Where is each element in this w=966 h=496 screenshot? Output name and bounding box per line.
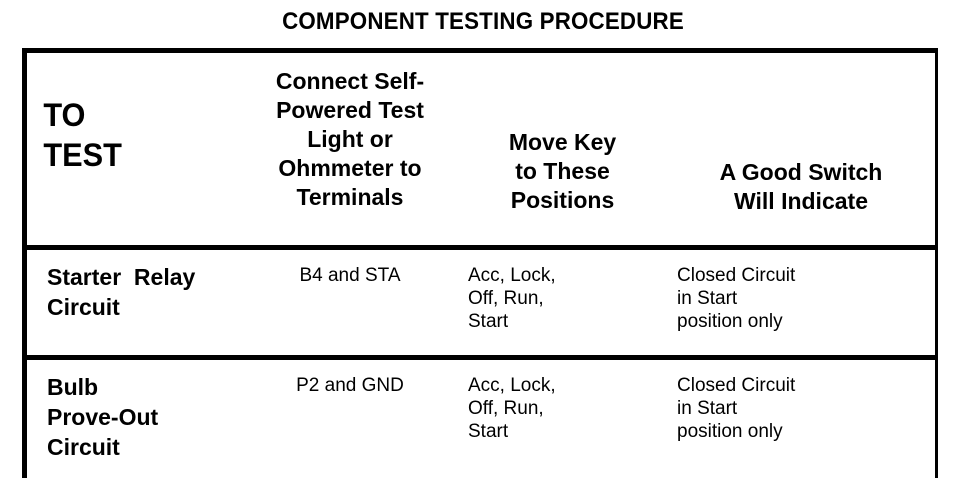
value-terminals-line-1: P2 and GND xyxy=(296,375,404,396)
header-terminals-line-2: Powered Test xyxy=(276,97,424,123)
value-indication-line-3: position only xyxy=(677,311,783,332)
header-indication-line-1: A Good Switch xyxy=(719,159,883,185)
value-to-test-line-2: Circuit xyxy=(47,294,120,320)
header-indication-line-2: Will Indicate xyxy=(734,188,868,214)
header-to-test-line-2: TEST xyxy=(43,137,122,173)
value-indication-line-2: in Start xyxy=(677,288,738,309)
table-row: Starter Relay Circuit B4 and STA Acc, Lo… xyxy=(27,247,935,360)
cell-key-position: Acc, Lock, Off, Run, Start xyxy=(458,247,667,360)
value-key-position-line-1: Acc, Lock, xyxy=(468,375,556,396)
header-indication: A Good Switch Will Indicate xyxy=(667,53,935,245)
header-terminals: Connect Self- Powered Test Light or Ohmm… xyxy=(242,53,458,245)
cell-indication: Closed Circuit in Start position only xyxy=(667,357,935,478)
value-indication: Closed Circuit in Start position only xyxy=(667,250,935,355)
header-to-test: TO TEST xyxy=(27,53,233,245)
value-indication-line-1: Closed Circuit xyxy=(677,375,796,396)
header-cell-key-position: Move Key to These Positions xyxy=(458,53,667,250)
header-to-test-line-1: TO xyxy=(43,97,86,133)
header-terminals-line-3: Light or xyxy=(307,126,393,152)
header-terminals-line-1: Connect Self- xyxy=(275,68,425,94)
value-key-position: Acc, Lock, Off, Run, Start xyxy=(458,250,667,355)
value-key-position-line-1: Acc, Lock, xyxy=(468,265,556,286)
value-to-test: Bulb Prove-Out Circuit xyxy=(27,360,242,478)
cell-terminals: B4 and STA xyxy=(242,247,458,360)
header-key-position-line-3: Positions xyxy=(510,187,615,213)
value-indication-line-1: Closed Circuit xyxy=(677,265,796,286)
header-key-position-line-2: to These xyxy=(515,158,610,184)
header-cell-terminals: Connect Self- Powered Test Light or Ohmm… xyxy=(242,53,458,250)
value-to-test-line-2: Prove-Out xyxy=(47,404,159,430)
value-terminals: B4 and STA xyxy=(242,250,458,355)
value-key-position: Acc, Lock, Off, Run, Start xyxy=(458,360,667,478)
table-row: Bulb Prove-Out Circuit P2 and GND Acc, L… xyxy=(27,357,935,478)
value-to-test: Starter Relay Circuit xyxy=(27,250,242,355)
value-to-test-line-1: Starter Relay xyxy=(47,264,196,290)
table-grid: TO TEST Connect Self- Powered Test Light… xyxy=(27,53,935,478)
value-indication-line-3: position only xyxy=(677,421,783,442)
header-terminals-line-5: Terminals xyxy=(296,184,404,210)
value-indication-line-2: in Start xyxy=(677,398,738,419)
value-key-position-line-3: Start xyxy=(468,421,509,442)
cell-key-position: Acc, Lock, Off, Run, Start xyxy=(458,357,667,478)
value-to-test-line-1: Bulb xyxy=(47,374,99,400)
value-key-position-line-2: Off, Run, xyxy=(468,398,544,419)
page-title: COMPONENT TESTING PROCEDURE xyxy=(282,8,684,35)
cell-to-test: Starter Relay Circuit xyxy=(27,247,242,360)
cell-to-test: Bulb Prove-Out Circuit xyxy=(27,357,242,478)
value-terminals-line-1: B4 and STA xyxy=(299,265,401,286)
value-to-test-line-3: Circuit xyxy=(47,434,120,460)
cell-terminals: P2 and GND xyxy=(242,357,458,478)
header-key-position: Move Key to These Positions xyxy=(458,53,667,245)
component-testing-table: TO TEST Connect Self- Powered Test Light… xyxy=(22,48,938,478)
table-header-row: TO TEST Connect Self- Powered Test Light… xyxy=(27,53,935,250)
value-key-position-line-2: Off, Run, xyxy=(468,288,544,309)
value-key-position-line-3: Start xyxy=(468,311,509,332)
value-terminals: P2 and GND xyxy=(242,360,458,478)
header-terminals-line-4: Ohmmeter to xyxy=(278,155,422,181)
header-cell-to-test: TO TEST xyxy=(27,53,242,250)
header-cell-indication: A Good Switch Will Indicate xyxy=(667,53,935,250)
header-key-position-line-1: Move Key xyxy=(508,129,617,155)
value-indication: Closed Circuit in Start position only xyxy=(667,360,935,478)
cell-indication: Closed Circuit in Start position only xyxy=(667,247,935,360)
